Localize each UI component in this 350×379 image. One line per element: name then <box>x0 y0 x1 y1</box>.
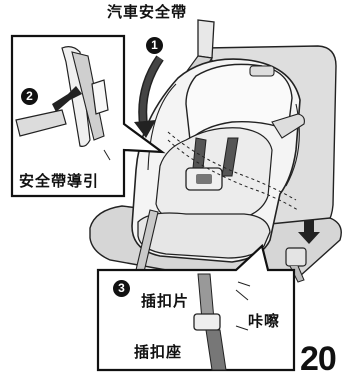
inset-buckle-frame <box>96 243 296 372</box>
buckle-base-strap <box>205 329 227 371</box>
headrest-adjust-handle <box>249 65 275 77</box>
insert-arrow-icon <box>52 86 82 112</box>
vehicle-belt-upper <box>197 19 215 59</box>
step-2-badge: 2 <box>21 88 38 105</box>
vehicle-belt-label: 汽車安全帶 <box>107 4 188 21</box>
side-armrest <box>271 113 305 139</box>
inset-belt-strap <box>15 109 67 137</box>
buckle-tab-metal <box>193 313 221 331</box>
click-sound-label: 咔嚓 <box>248 313 281 330</box>
press-down-arrow-icon <box>298 220 320 244</box>
step-1-badge: 1 <box>146 37 163 54</box>
buckle-tab-label: 插扣片 <box>141 293 190 310</box>
belt-guide-clip <box>91 79 109 115</box>
belt-guide-label: 安全帶導引 <box>19 173 100 190</box>
buckle-base-label: 插扣座 <box>134 344 183 361</box>
harness-strap-right <box>221 137 239 177</box>
page-number: 20 <box>300 340 337 378</box>
step-3-badge: 3 <box>113 280 130 297</box>
vehicle-buckle-small <box>285 247 307 267</box>
child-seat-headrest <box>185 63 293 142</box>
vehicle-belt-dashed-path <box>167 131 297 201</box>
child-seat-base <box>137 212 271 259</box>
